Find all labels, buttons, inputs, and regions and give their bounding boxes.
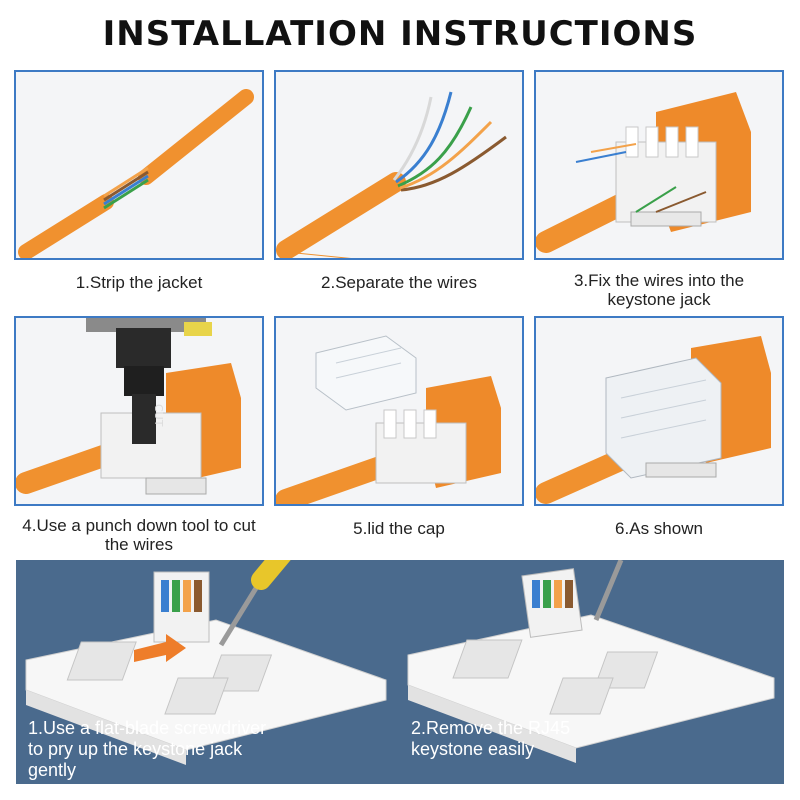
- step-3-caption: 3.Fix the wires into the keystone jack: [573, 271, 745, 309]
- separated-wires-illustration: [276, 91, 507, 258]
- punch-down-tool-illustration: CUT: [16, 318, 241, 495]
- faceplate-removal-illustration: [25, 560, 775, 765]
- step-5-panel: [274, 316, 524, 506]
- assembled-jack-illustration: [536, 336, 771, 504]
- step-4-panel: CUT: [14, 316, 264, 506]
- tool-cut-label: CUT: [152, 404, 165, 427]
- step-1-caption: 1.Strip the jacket: [75, 273, 203, 292]
- step-4-caption: 4.Use a punch down tool to cut the wires: [22, 516, 256, 554]
- step-2-caption: 2.Separate the wires: [321, 273, 477, 292]
- step-2-panel: [274, 70, 524, 260]
- stripped-cable-illustration: [18, 89, 254, 258]
- page-title: INSTALLATION INSTRUCTIONS: [102, 14, 698, 54]
- step-3-panel: [534, 70, 784, 260]
- removal-section: 1.Use a flat-blade screwdriver to pry up…: [16, 560, 784, 784]
- lid-cap-illustration: [276, 335, 501, 504]
- step-5-caption: 5.lid the cap: [353, 519, 445, 538]
- keystone-jack-wiring-illustration: [536, 92, 751, 253]
- step-6-caption: 6.As shown: [615, 519, 703, 538]
- removal-step-2-caption: 2.Remove the RJ45 keystone easily: [411, 718, 571, 759]
- removal-step-1-caption: 1.Use a flat-blade screwdriver to pry up…: [28, 718, 267, 780]
- step-1-panel: [14, 70, 264, 260]
- step-6-panel: [534, 316, 784, 506]
